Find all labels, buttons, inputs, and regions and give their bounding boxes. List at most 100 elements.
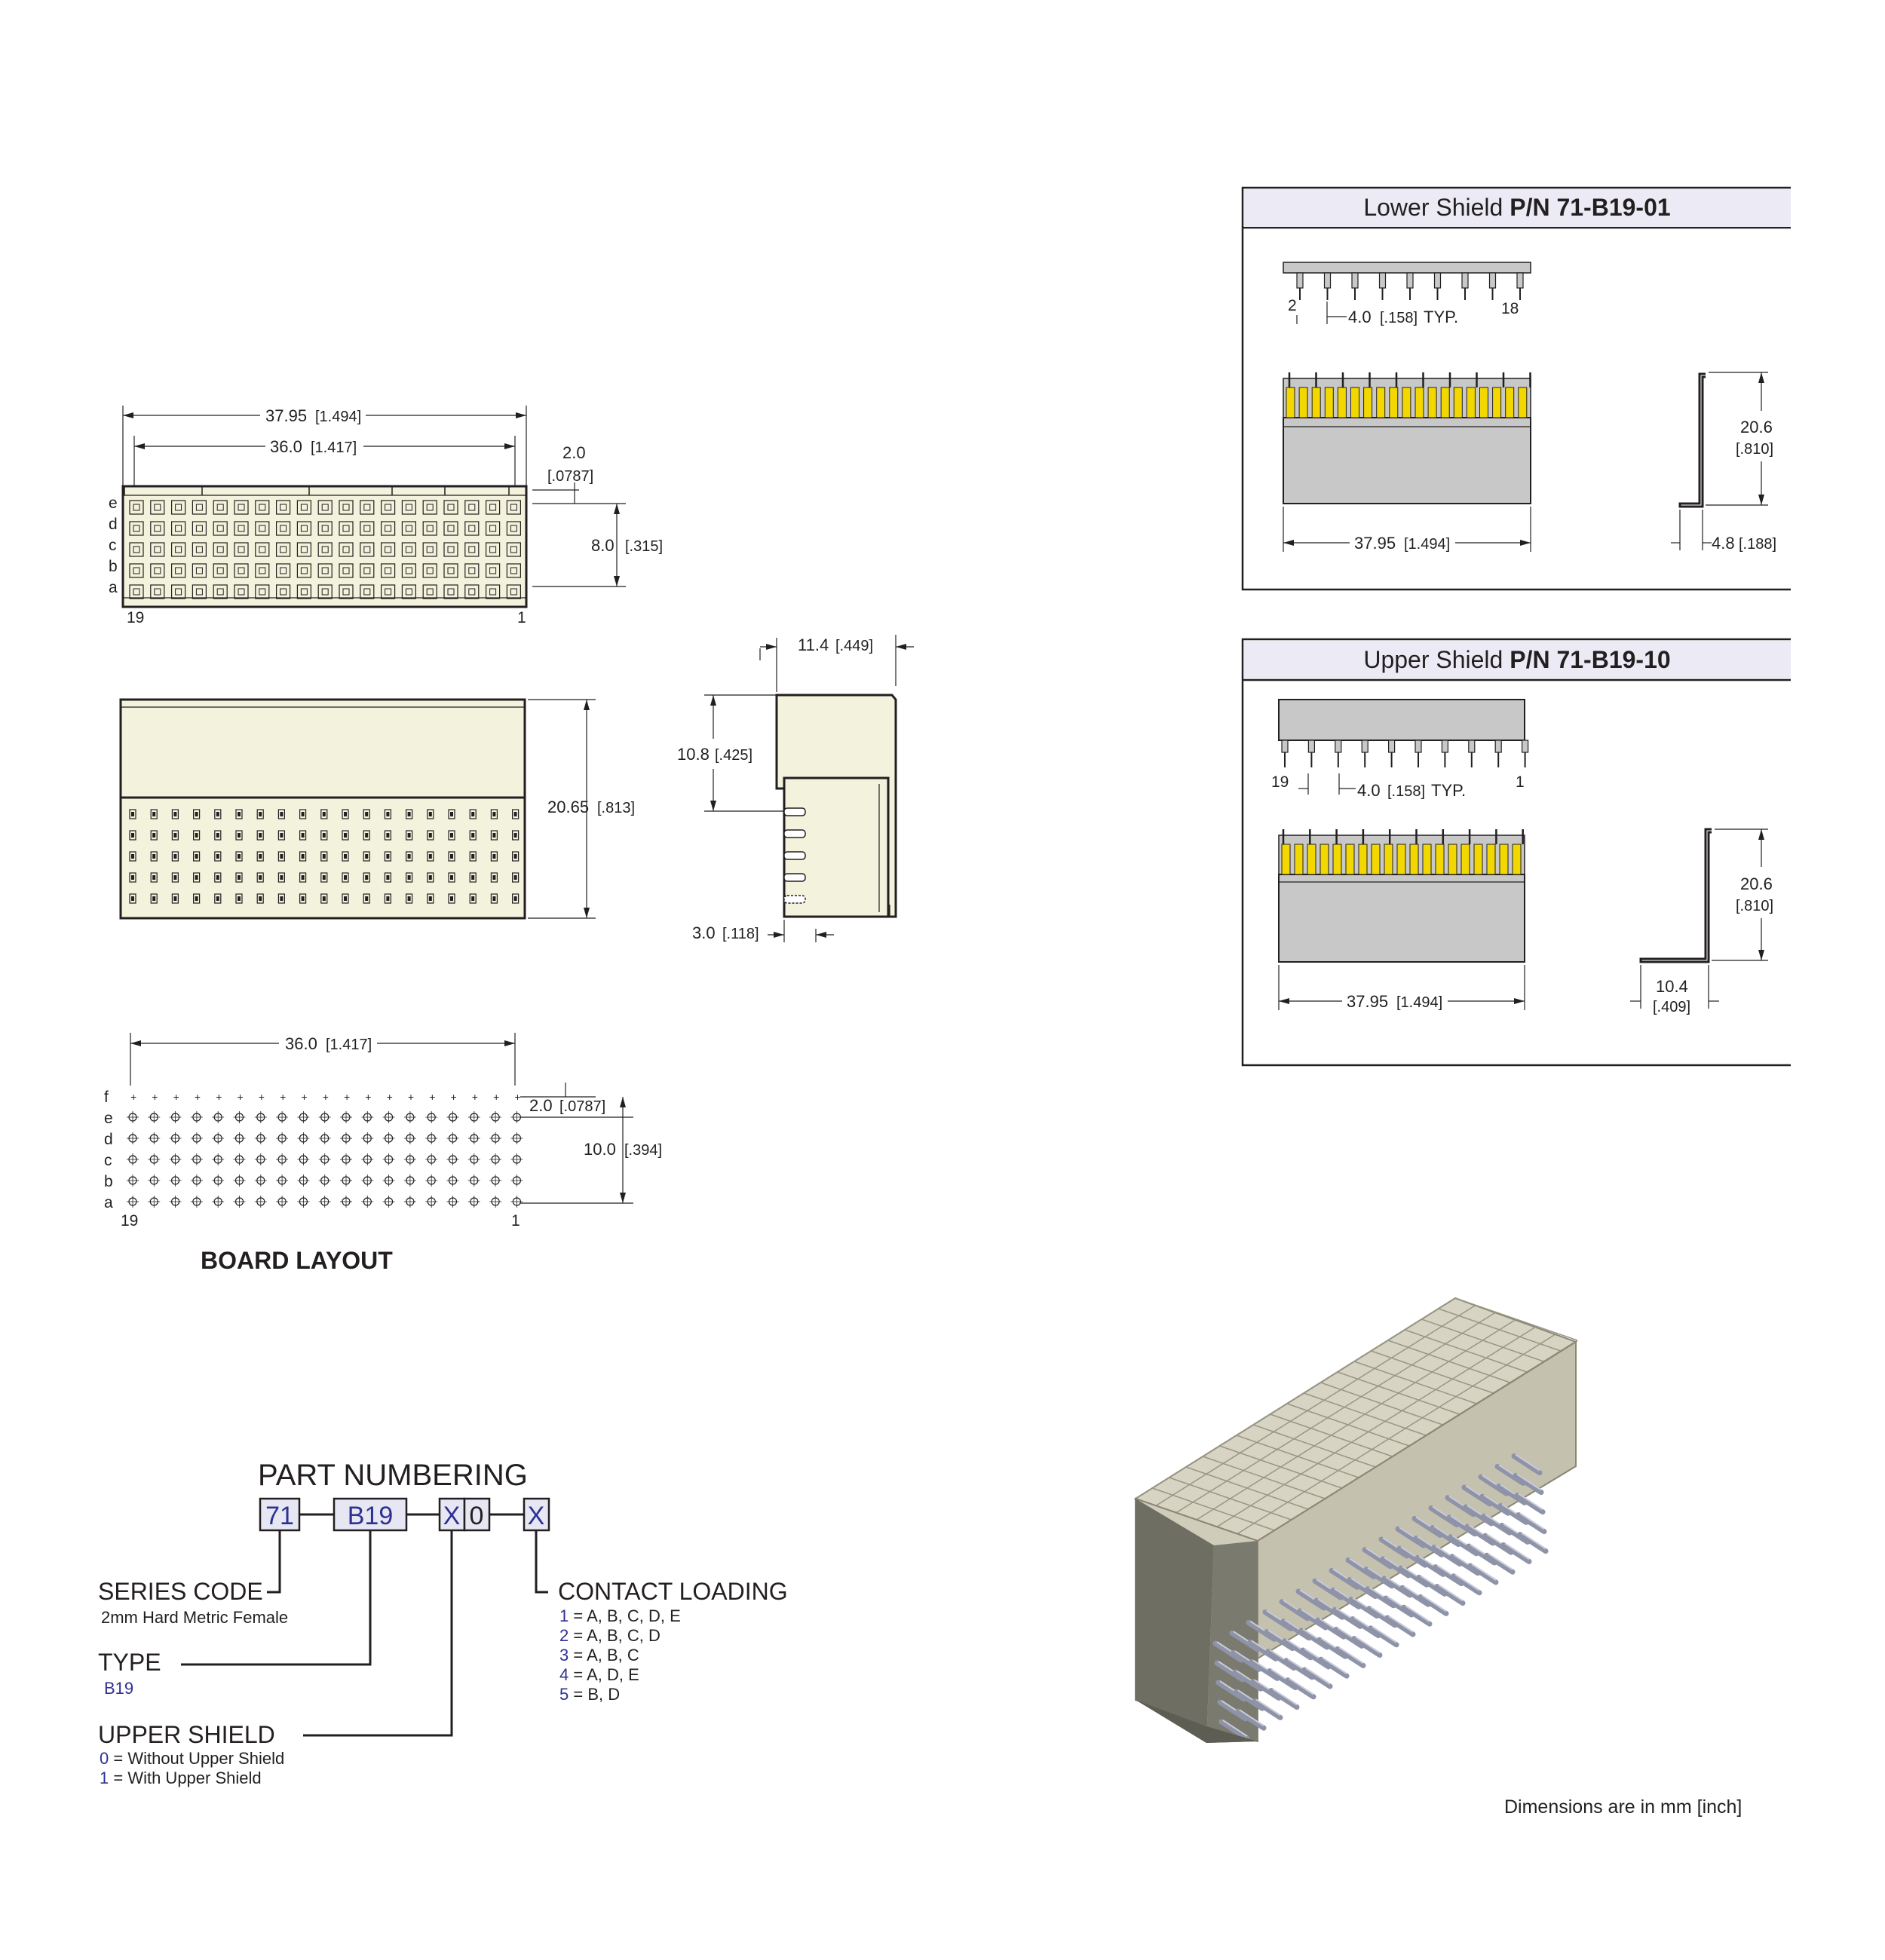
rear-pin	[171, 872, 179, 883]
upper-strip-pin	[1307, 740, 1316, 753]
iso-pin	[1285, 1677, 1316, 1700]
connector-isometric-render	[1133, 1297, 1578, 1743]
iso-pin-highlight	[1421, 1594, 1447, 1612]
front-contact-socket	[385, 525, 392, 532]
upper-contact-finger	[1345, 844, 1355, 875]
front-contact-cell	[192, 542, 207, 557]
front-contact-socket	[342, 546, 350, 553]
rear-pin	[299, 830, 307, 841]
rear-pin	[320, 872, 328, 883]
rear-pin	[193, 893, 201, 904]
series-code-label: SERIES CODE	[98, 1578, 263, 1605]
rear-pin	[384, 830, 391, 841]
front-contact-cell	[506, 542, 522, 557]
lower-contact-finger	[1286, 387, 1295, 418]
front-contact-socket	[363, 504, 371, 511]
front-contact-cell	[171, 542, 186, 557]
rear-pin-core	[152, 833, 156, 838]
front-contact-socket	[133, 546, 140, 553]
front-contact-cell	[485, 500, 501, 515]
front-dim-overall: 37.95	[265, 406, 307, 425]
front-contact-cell	[317, 521, 333, 536]
lower-dim-height: 20.6	[1740, 418, 1773, 436]
upper-contact-finger	[1512, 844, 1522, 875]
front-contact-cell	[192, 500, 207, 515]
iso-pin-highlight	[1322, 1657, 1347, 1675]
front-contact-socket	[133, 588, 140, 596]
front-view: 37.95 [1.494] 36.0 [1.417] 2.0 [.0787] 8…	[109, 403, 663, 626]
rear-pin	[129, 809, 136, 819]
board-dim-edge-inch: [.0787]	[559, 1098, 605, 1115]
front-contact-socket	[238, 567, 245, 574]
front-contact-socket	[363, 525, 371, 532]
board-pad-f: +	[408, 1091, 414, 1103]
iso-grid-line	[1216, 1325, 1537, 1527]
rear-pin-core	[238, 896, 241, 901]
front-contact-socket	[133, 567, 140, 574]
front-contact-socket	[510, 567, 517, 574]
rear-pin	[256, 893, 264, 904]
front-contact-socket	[154, 504, 161, 511]
rear-pin-core	[450, 812, 453, 816]
lower-contact-finger	[1518, 387, 1528, 418]
front-contact-cell	[464, 500, 480, 515]
front-contact-socket	[175, 504, 182, 511]
front-dim-rows-inch: [.315]	[625, 538, 663, 555]
board-dim-rows-inch: [.394]	[624, 1142, 662, 1159]
rear-pin-core	[450, 854, 453, 859]
front-contact-cell	[443, 584, 458, 599]
front-contact-cell	[234, 521, 249, 536]
front-contact-cell	[360, 542, 375, 557]
upper-contact-finger	[1422, 844, 1432, 875]
front-contact-socket	[133, 525, 140, 532]
front-contact-cell	[401, 500, 417, 515]
lower-dim-width: 37.95	[1354, 534, 1396, 553]
front-contact-socket	[405, 504, 412, 511]
front-dim-pitch-span-inch: [1.417]	[311, 439, 357, 456]
pn-box-contact-loading: X	[528, 1502, 545, 1530]
front-contact-cell	[464, 521, 480, 536]
rear-pin	[448, 872, 455, 883]
rear-pin	[129, 872, 136, 883]
front-dim-edge-inch: [.0787]	[547, 468, 593, 485]
front-contact-socket	[321, 546, 329, 553]
rear-pin-core	[195, 854, 198, 859]
iso-pin-highlight	[1338, 1646, 1364, 1664]
rear-pin	[277, 893, 285, 904]
rear-pin	[469, 872, 477, 883]
upper-contact-finger	[1448, 844, 1457, 875]
rear-pin	[320, 809, 328, 819]
upper-strip-pin	[1281, 740, 1289, 753]
front-contact-cell	[150, 584, 165, 599]
rear-pin-core	[407, 812, 411, 816]
iso-pin-highlight	[1454, 1573, 1480, 1591]
board-pad-f: +	[259, 1091, 265, 1103]
front-contact-socket	[195, 588, 203, 596]
front-contact-cell	[443, 563, 458, 578]
series-code-desc: 2mm Hard Metric Female	[101, 1608, 288, 1627]
rear-pin	[384, 872, 391, 883]
front-contact-cell	[192, 521, 207, 536]
upper-contact-finger	[1320, 844, 1329, 875]
front-contact-socket	[154, 567, 161, 574]
rear-pin	[427, 851, 434, 862]
rear-pin-core	[407, 833, 411, 838]
board-pad-f: +	[451, 1091, 457, 1103]
front-contact-socket	[510, 546, 517, 553]
lower-contact-finger	[1466, 387, 1476, 418]
rear-dim-height: 20.65	[547, 798, 589, 816]
rear-pin	[150, 851, 158, 862]
front-contact-cell	[296, 542, 311, 557]
rear-pin-core	[238, 854, 241, 859]
front-contact-socket	[363, 588, 371, 596]
rear-pin	[427, 830, 434, 841]
board-pad-f: +	[472, 1091, 478, 1103]
front-contact-socket	[175, 588, 182, 596]
rear-pin	[129, 893, 136, 904]
rear-pin	[405, 809, 413, 819]
rear-pin-core	[259, 854, 262, 859]
front-contact-cell	[255, 563, 270, 578]
front-contact-cell	[171, 584, 186, 599]
front-contact-socket	[238, 588, 245, 596]
